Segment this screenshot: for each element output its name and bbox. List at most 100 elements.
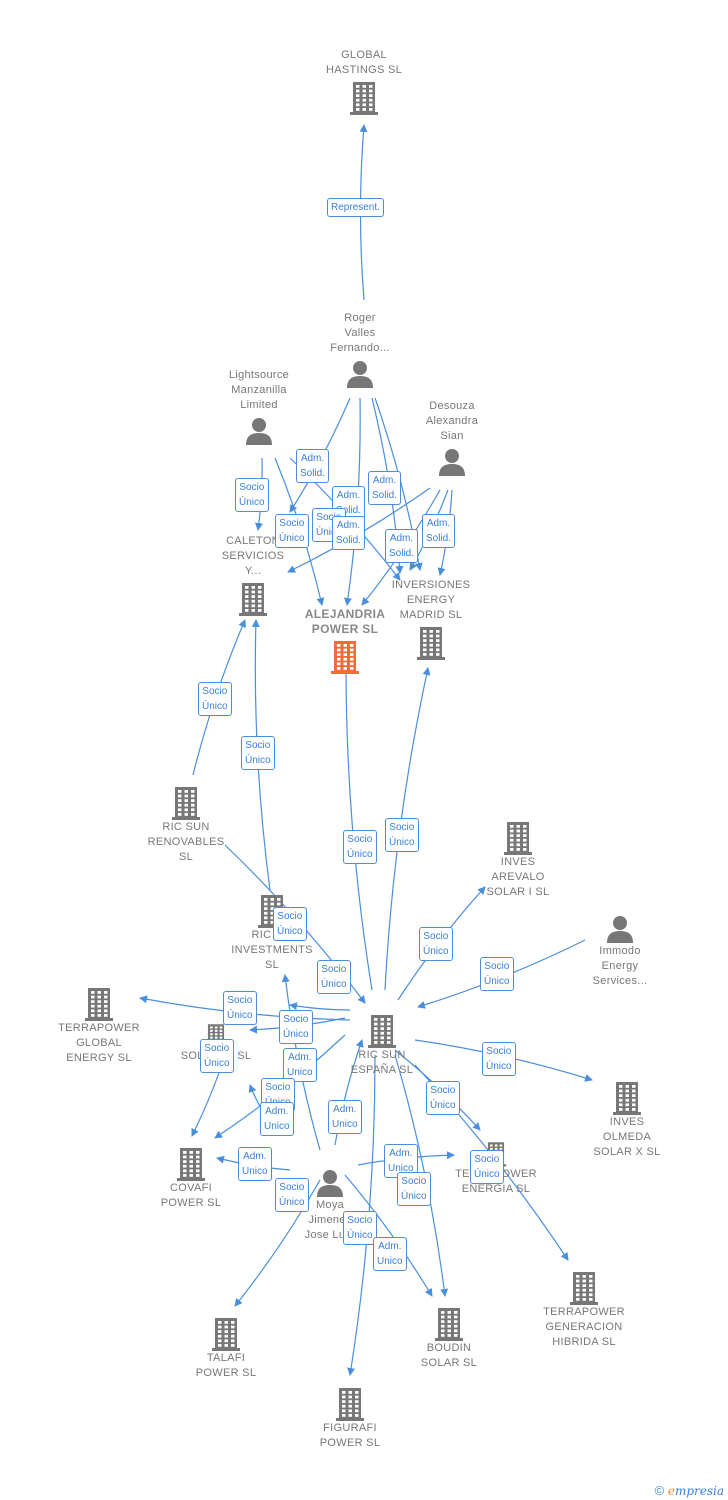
relation-badge-represent[interactable]: Represent. (327, 198, 384, 217)
node-label-line: SL (264, 959, 280, 971)
badge-text: Socio (316, 512, 342, 523)
badge-text: Único (347, 849, 373, 860)
badge-text: Socio (423, 931, 449, 942)
node-label-line: MADRID SL (399, 609, 463, 621)
copyright-footer: © empresia (655, 1483, 724, 1498)
building-icon (121, 786, 251, 820)
badge-text: Único (484, 976, 510, 987)
badge-text: Adm. (336, 490, 361, 501)
building-icon (285, 1387, 415, 1421)
node-label-line: POWER SL (195, 1367, 257, 1379)
badge-text: Socio (474, 1154, 500, 1165)
badge-text: Socio (484, 961, 510, 972)
badge-text: Unico (332, 1119, 358, 1130)
relation-badge-adm-solid[interactable]: Adm.Solid. (296, 449, 330, 483)
relation-badge-adm-solid[interactable]: Adm.Solid. (422, 514, 456, 548)
node-label-line: RIC SUN (358, 1049, 406, 1061)
badge-text: Socio (486, 1046, 512, 1057)
relationship-edge (342, 664, 373, 991)
relation-badge-adm-unico[interactable]: Adm.Unico (373, 1237, 407, 1271)
node-label-line: Manzanilla (231, 384, 287, 396)
node-label-line: Services... (592, 975, 648, 987)
badge-text: Único (277, 926, 303, 937)
person-icon (194, 416, 324, 446)
badge-text: Único (283, 1029, 309, 1040)
relation-badge-adm-unico[interactable]: Adm.Unico (260, 1102, 294, 1136)
relation-badge-adm-solid[interactable]: Adm. Solid. (368, 471, 402, 505)
badge-text: Socio (277, 911, 303, 922)
badge-text: Solid. (389, 548, 415, 559)
node-ric-espana[interactable]: RIC SUN ESPAÑA SL (317, 1011, 447, 1078)
node-label-line: ENERGY SL (66, 1052, 132, 1064)
badge-text: Adm. (300, 453, 325, 464)
badge-text: Socio (279, 518, 305, 529)
building-icon (317, 1014, 447, 1048)
badge-text: Unico (264, 1121, 290, 1132)
badge-text: Único (316, 527, 342, 538)
node-label-line: ESPAÑA SL (350, 1064, 414, 1076)
badge-text: Solid. (372, 490, 398, 501)
brand-logo[interactable]: empresia (667, 1484, 724, 1498)
relationship-edge (234, 1179, 321, 1307)
node-label-line: POWER SL (311, 622, 379, 636)
node-label-line: COVAFI (170, 1182, 212, 1194)
badge-text: Unico (377, 1256, 403, 1267)
relation-badge-adm-solid[interactable]: Adm.Solid. (385, 529, 419, 563)
badge-text: Socio (389, 822, 415, 833)
relation-badge-adm-unico[interactable]: Adm.Unico (283, 1048, 317, 1082)
node-label-line: Fernando... (330, 342, 390, 354)
badge-text: Único (227, 1010, 253, 1021)
relation-badge-adm-solid[interactable]: Adm.Solid. (332, 516, 366, 550)
badge-text: Adm. (372, 475, 397, 486)
node-label-line: SOLAR X SL (593, 1146, 661, 1158)
relation-badge-adm-unico[interactable]: Adm.Unico (238, 1147, 272, 1181)
node-label-line: FIGURAFI (323, 1422, 377, 1434)
node-label-line: SL (178, 851, 194, 863)
relation-badge-adm-unico[interactable]: Adm.Unico (328, 1100, 362, 1134)
